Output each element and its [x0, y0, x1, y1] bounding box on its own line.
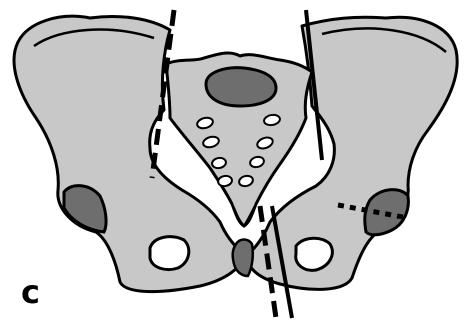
panel-label: c: [21, 276, 40, 308]
left-obturator-foramen: [150, 237, 189, 270]
sacral-promontory: [206, 68, 276, 106]
right-obturator-foramen: [296, 238, 333, 270]
pubic-symphysis: [233, 240, 253, 277]
